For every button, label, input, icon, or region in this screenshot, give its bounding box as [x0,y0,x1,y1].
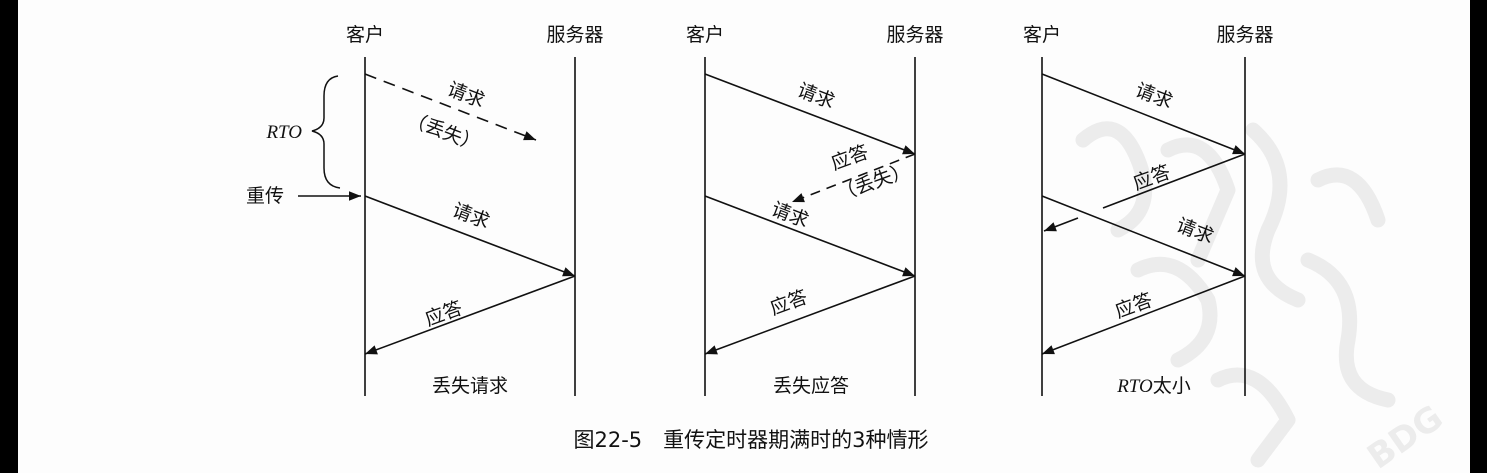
lost-request-arrow [364,73,537,141]
panel-title: 丢失应答 [773,375,849,397]
request2-label: 请求 [768,198,811,232]
request2-arrow [1041,195,1246,277]
reply-arrow [364,275,576,355]
reply2-label: 应答 [1112,289,1155,323]
reply2-arrow [704,275,916,355]
figure-page: BDG 客户 服务器 请求 （丢失） RTO 重传 请求 应答 丢失请求 客户 … [18,0,1470,473]
panel-title: RTO太小 [1116,375,1191,397]
request-label: 请求 [1132,79,1175,113]
panel-lost-request: 客户 服务器 请求 （丢失） RTO 重传 请求 应答 丢失请求 [246,24,604,397]
panel-title-italic: RTO [1116,376,1153,397]
watermark-text: BDG [1360,398,1450,473]
request-arrow [1041,73,1246,155]
request2-arrow [704,195,916,277]
server-label: 服务器 [886,24,943,46]
reply-label: 应答 [422,297,465,331]
rto-brace [311,75,341,189]
client-label: 客户 [346,24,384,46]
lost-reply-arrow [791,153,916,203]
reply-arrow [1102,153,1246,209]
retransmission-timeout-diagram: BDG 客户 服务器 请求 （丢失） RTO 重传 请求 应答 丢失请求 客户 … [246,24,1450,473]
request-arrow [364,195,576,277]
client-label: 客户 [686,24,724,46]
server-label: 服务器 [546,24,603,46]
client-label: 客户 [1023,24,1061,46]
request-label: 请求 [794,79,837,113]
reply2-label: 应答 [767,286,810,320]
server-label: 服务器 [1216,24,1273,46]
panel-lost-reply: 客户 服务器 请求 应答 （丢失） 请求 应答 丢失应答 [686,24,944,397]
figure-caption: 图22-5 重传定时器期满时的3种情形 [573,428,928,452]
panel-rto-too-small: 客户 服务器 请求 应答 请求 应答 RTO太小 [1023,24,1274,397]
retransmit-label: 重传 [246,185,284,207]
rto-label: RTO [265,122,302,143]
reply-arrow-head [1043,217,1079,232]
panel-title-rest: 太小 [1153,375,1191,397]
lost-note: （丢失） [404,108,483,156]
request-arrow [704,73,916,155]
reply2-arrow [1041,275,1246,355]
request-label: 请求 [449,199,492,233]
panel-title: 丢失请求 [432,375,508,397]
reply-lost-label: 应答 [828,141,871,175]
